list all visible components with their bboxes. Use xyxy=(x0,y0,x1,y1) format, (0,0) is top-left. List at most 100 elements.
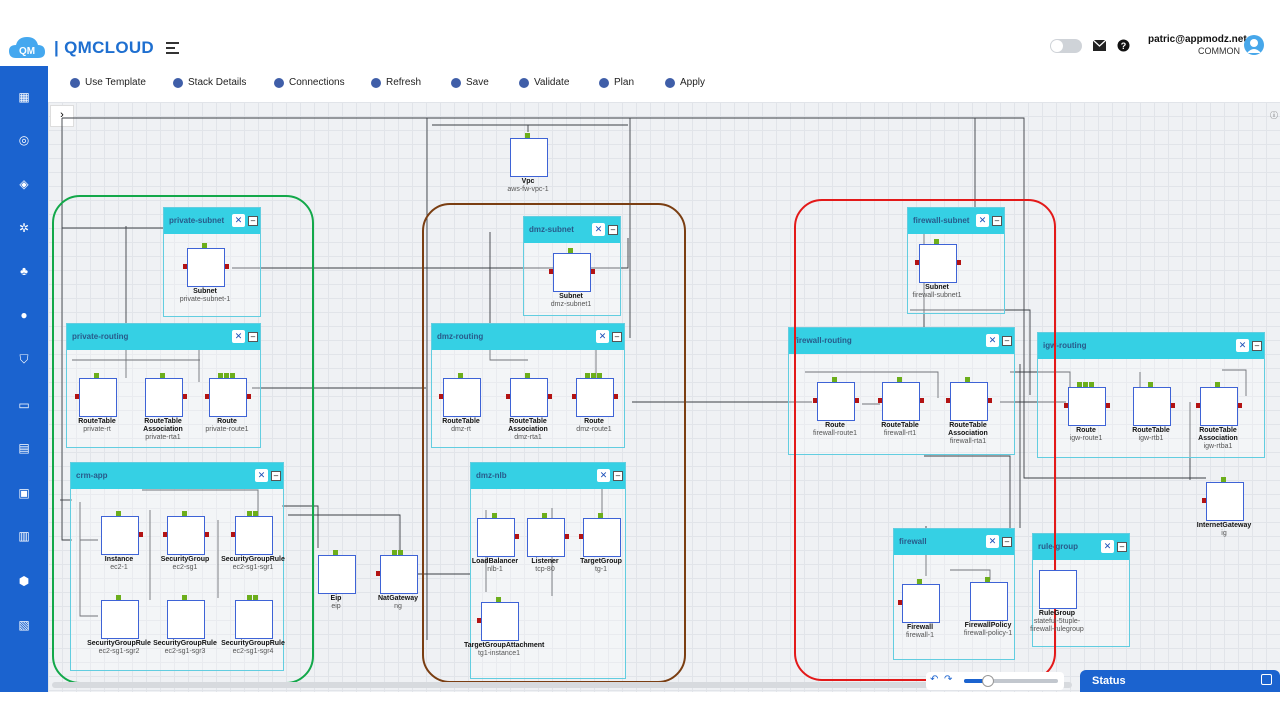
group-dmz-nlb[interactable]: dmz-nlb✕– xyxy=(470,462,626,679)
node-vpc[interactable] xyxy=(510,133,548,177)
top-port[interactable] xyxy=(160,373,165,378)
top-port[interactable] xyxy=(965,377,970,382)
right-port[interactable] xyxy=(139,532,143,537)
top-port[interactable] xyxy=(398,550,403,555)
right-port[interactable] xyxy=(1106,403,1110,408)
node-eip[interactable] xyxy=(318,550,356,594)
horizontal-scrollbar[interactable] xyxy=(52,682,1072,688)
briefcase-icon[interactable]: ▣ xyxy=(18,486,30,500)
right-port[interactable] xyxy=(1171,403,1175,408)
node-instance[interactable] xyxy=(101,511,143,555)
node-natgateway[interactable] xyxy=(376,550,418,594)
hexagon-icon[interactable]: ⬢ xyxy=(18,574,30,588)
mail-icon[interactable] xyxy=(1092,39,1107,52)
top-port[interactable] xyxy=(917,579,922,584)
collapse-icon[interactable]: – xyxy=(612,332,622,342)
node-subnet[interactable] xyxy=(915,239,961,283)
menu-icon[interactable] xyxy=(166,42,179,57)
node-securitygrouprule[interactable] xyxy=(167,595,205,639)
right-port[interactable] xyxy=(920,398,924,403)
group-dmz-subnet[interactable]: dmz-subnet✕– xyxy=(523,216,621,316)
node-rulegroup[interactable] xyxy=(1039,570,1077,609)
node-route[interactable] xyxy=(205,373,251,417)
node-routetable-association[interactable] xyxy=(946,377,992,421)
node-targetgroup[interactable] xyxy=(579,513,621,557)
node-route[interactable] xyxy=(813,377,859,421)
shuffle-icon[interactable]: ✕ xyxy=(986,535,999,548)
apply-button[interactable]: Apply xyxy=(665,77,705,88)
table-icon[interactable]: ▤ xyxy=(18,441,30,455)
user-icon[interactable]: ● xyxy=(20,308,28,322)
node-targetgroupattachment[interactable] xyxy=(477,597,519,641)
top-port[interactable] xyxy=(458,373,463,378)
node-routetable[interactable] xyxy=(439,373,481,417)
top-port[interactable] xyxy=(247,595,252,600)
right-port[interactable] xyxy=(614,394,618,399)
expand-icon[interactable] xyxy=(1261,674,1272,685)
top-port[interactable] xyxy=(492,513,497,518)
left-port[interactable] xyxy=(376,571,380,576)
shield-icon[interactable]: ⛉ xyxy=(19,352,29,366)
top-port[interactable] xyxy=(202,243,207,248)
validate-button[interactable]: Validate xyxy=(519,77,569,88)
right-port[interactable] xyxy=(988,398,992,403)
node-securitygrouprule[interactable] xyxy=(101,595,139,639)
top-port[interactable] xyxy=(496,597,501,602)
node-routetable-association[interactable] xyxy=(506,373,552,417)
top-port[interactable] xyxy=(253,511,258,516)
zoom-control[interactable]: ↶ ↷ xyxy=(926,672,1064,690)
collapse-icon[interactable]: – xyxy=(1117,542,1127,552)
shuffle-icon[interactable]: ✕ xyxy=(976,214,989,227)
node-firewallpolicy[interactable] xyxy=(970,577,1008,621)
network-icon[interactable]: ✲ xyxy=(18,221,30,235)
top-port[interactable] xyxy=(525,373,530,378)
right-port[interactable] xyxy=(565,534,569,539)
node-securitygroup[interactable] xyxy=(163,511,209,555)
top-port[interactable] xyxy=(182,595,187,600)
left-port[interactable] xyxy=(506,394,510,399)
left-port[interactable] xyxy=(205,394,209,399)
shuffle-icon[interactable]: ✕ xyxy=(1236,339,1249,352)
id-card-icon[interactable]: ▥ xyxy=(18,529,30,543)
node-routetable[interactable] xyxy=(1133,382,1175,426)
globe-icon[interactable]: ◎ xyxy=(18,133,30,147)
left-port[interactable] xyxy=(915,260,919,265)
left-port[interactable] xyxy=(898,600,902,605)
shuffle-icon[interactable]: ✕ xyxy=(597,469,610,482)
shuffle-icon[interactable]: ✕ xyxy=(232,330,245,343)
collapse-icon[interactable]: – xyxy=(271,471,281,481)
left-port[interactable] xyxy=(231,532,235,537)
building-icon[interactable]: ▧ xyxy=(18,618,30,632)
undo-icon[interactable]: ↶ xyxy=(930,674,939,685)
group-rule-group[interactable]: rule-group✕– xyxy=(1032,533,1130,647)
panel-expand-button[interactable]: › xyxy=(50,105,74,127)
top-port[interactable] xyxy=(218,373,223,378)
connections-button[interactable]: Connections xyxy=(274,77,345,88)
left-port[interactable] xyxy=(572,394,576,399)
shuffle-icon[interactable]: ✕ xyxy=(592,223,605,236)
right-port[interactable] xyxy=(855,398,859,403)
top-port[interactable] xyxy=(224,373,229,378)
top-port[interactable] xyxy=(1077,382,1082,387)
top-port[interactable] xyxy=(985,577,990,582)
top-port[interactable] xyxy=(1221,477,1226,482)
collapse-icon[interactable]: – xyxy=(248,216,258,226)
left-port[interactable] xyxy=(183,264,187,269)
top-port[interactable] xyxy=(392,550,397,555)
collapse-icon[interactable]: – xyxy=(1002,336,1012,346)
redo-icon[interactable]: ↷ xyxy=(944,674,953,685)
collapse-icon[interactable]: – xyxy=(1252,341,1262,351)
avatar[interactable] xyxy=(1244,35,1264,55)
node-firewall[interactable] xyxy=(898,579,940,623)
top-port[interactable] xyxy=(1148,382,1153,387)
top-port[interactable] xyxy=(247,511,252,516)
top-port[interactable] xyxy=(832,377,837,382)
right-port[interactable] xyxy=(591,269,595,274)
top-port[interactable] xyxy=(116,511,121,516)
node-subnet[interactable] xyxy=(183,243,229,287)
right-port[interactable] xyxy=(247,394,251,399)
zoom-slider[interactable] xyxy=(964,679,1058,683)
save-button[interactable]: Save xyxy=(451,77,489,88)
shuffle-icon[interactable]: ✕ xyxy=(232,214,245,227)
top-port[interactable] xyxy=(1215,382,1220,387)
